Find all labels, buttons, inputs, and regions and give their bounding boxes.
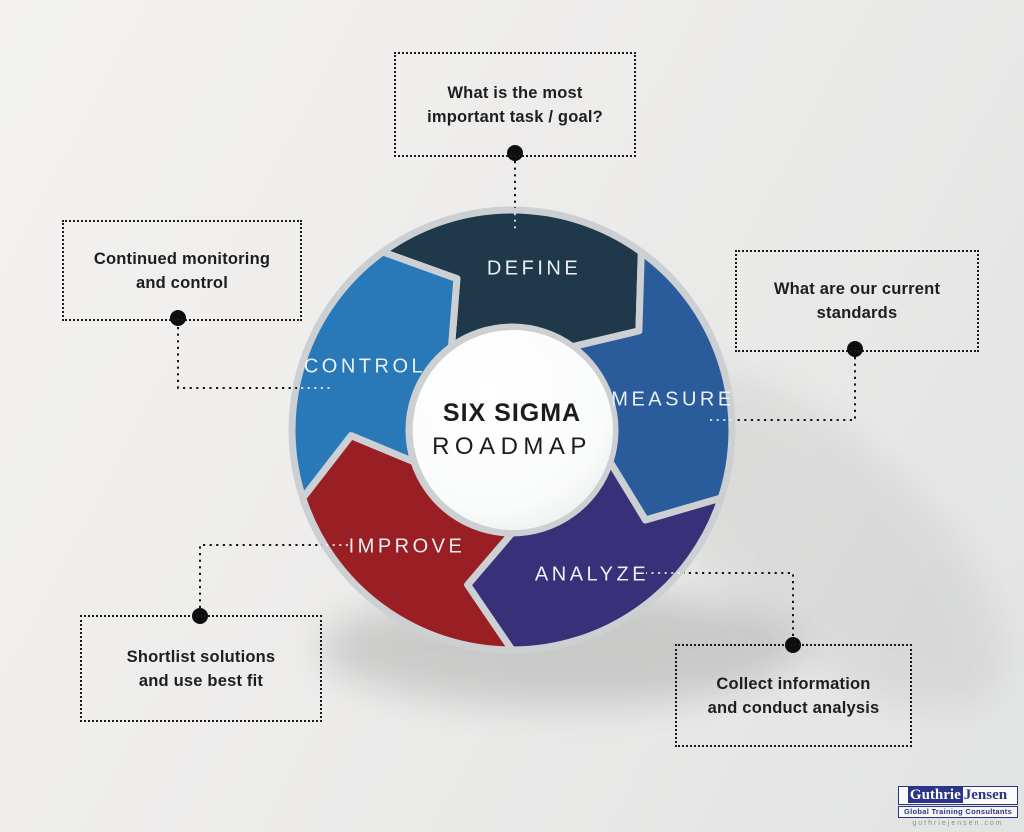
- connector-line-analyze: [684, 572, 794, 636]
- callout-analyze-line1: Collect information: [716, 674, 871, 693]
- callout-improve-line1: Shortlist solutions: [126, 647, 276, 666]
- connector-line-control: [177, 327, 297, 389]
- callout-control: Continued monitoring and control: [62, 220, 302, 321]
- connector-dot-measure: [847, 341, 863, 357]
- segment-define: [379, 206, 645, 351]
- callout-define: What is the most important task / goal?: [394, 52, 636, 157]
- segment-label-measure: MEASURE: [611, 388, 735, 411]
- callout-measure-line1: What are our current: [773, 280, 941, 298]
- callout-define-line2: important task / goal?: [427, 107, 603, 126]
- logo-website: guthriejensen.com: [912, 820, 1004, 827]
- connector-dot-define: [507, 145, 523, 161]
- callout-measure: What are our current standards: [735, 250, 979, 352]
- center-title-line1: SIX SIGMA: [442, 399, 582, 427]
- callout-analyze-line2: and conduct analysis: [707, 698, 880, 717]
- logo-wordmark-jensen: Jensen: [963, 787, 1008, 803]
- segment-label-control: CONTROL: [303, 355, 427, 378]
- callout-measure-line2: standards: [816, 304, 898, 322]
- connector-dot-control: [170, 310, 186, 326]
- connector-line-improve: [199, 544, 322, 608]
- segment-label-improve: IMPROVE: [348, 535, 466, 558]
- segment-analyze: [464, 458, 725, 654]
- callout-define-line1: What is the most: [447, 83, 583, 102]
- segment-control: [288, 248, 461, 502]
- segment-label-analyze: ANALYZE: [534, 563, 650, 586]
- callout-control-line1: Continued monitoring: [93, 249, 271, 268]
- center-title-line2: ROADMAP: [432, 433, 592, 460]
- callout-control-line2: and control: [135, 273, 229, 292]
- callout-analyze: Collect information and conduct analysis: [675, 644, 912, 747]
- center-title: SIX SIGMA ROADMAP: [432, 399, 592, 461]
- segment-measure: [569, 248, 736, 524]
- callout-improve-line2: and use best fit: [138, 671, 264, 690]
- segment-label-define: DEFINE: [486, 257, 582, 280]
- segment-improve: [299, 432, 516, 654]
- center-hub-circle: [413, 330, 613, 530]
- connector-line-measure: [736, 357, 856, 421]
- logo-tagline: Global Training Consultants: [898, 806, 1018, 818]
- logo-wordmark-guthrie: Guthrie: [907, 787, 963, 803]
- callout-improve: Shortlist solutions and use best fit: [80, 615, 322, 722]
